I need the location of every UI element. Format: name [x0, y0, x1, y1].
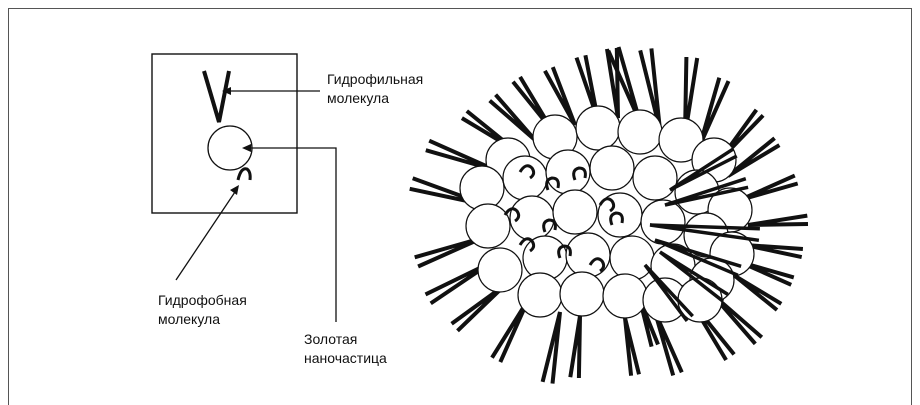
- hydrophilic-molecule-ray: [570, 316, 580, 378]
- legend-hydrophobic-molecule: [238, 169, 250, 180]
- label-gold-nanoparticle: Золотая наночастица: [304, 330, 387, 368]
- gold-sphere: [633, 156, 677, 200]
- hydrophilic-molecule-ray: [625, 318, 639, 376]
- gold-sphere: [546, 150, 590, 194]
- gold-sphere: [641, 200, 685, 244]
- gold-sphere: [466, 204, 510, 248]
- label-hydrophilic-molecule: Гидрофильная молекула: [327, 70, 423, 108]
- gold-sphere: [503, 156, 547, 200]
- nanoparticle-cluster: [410, 47, 808, 384]
- legend: [152, 54, 297, 213]
- hydrophilic-molecule-ray: [415, 238, 482, 267]
- gold-sphere: [618, 110, 662, 154]
- gold-sphere: [576, 106, 620, 150]
- gold-sphere: [518, 273, 562, 317]
- gold-sphere: [566, 233, 610, 277]
- gold-sphere: [603, 274, 647, 318]
- gold-sphere: [560, 272, 604, 316]
- gold-sphere: [478, 248, 522, 292]
- legend-hydrophilic-molecule: [204, 71, 229, 122]
- gold-sphere: [460, 166, 504, 210]
- gold-sphere: [590, 146, 634, 190]
- pointer-lines: [176, 87, 336, 322]
- hydrophilic-molecule-ray: [543, 312, 560, 384]
- pointer-hydrophobic: [176, 189, 237, 280]
- label-hydrophobic-molecule: Гидрофобная молекула: [158, 291, 247, 329]
- hydrophilic-molecule-ray: [748, 216, 808, 225]
- hydrophilic-molecule-ray: [700, 78, 729, 145]
- pointer-gold: [246, 148, 336, 322]
- hydrophilic-molecule-ray: [740, 176, 798, 200]
- hydrophilic-molecule-ray: [735, 276, 781, 310]
- gold-sphere: [610, 236, 654, 280]
- gold-sphere: [553, 190, 597, 234]
